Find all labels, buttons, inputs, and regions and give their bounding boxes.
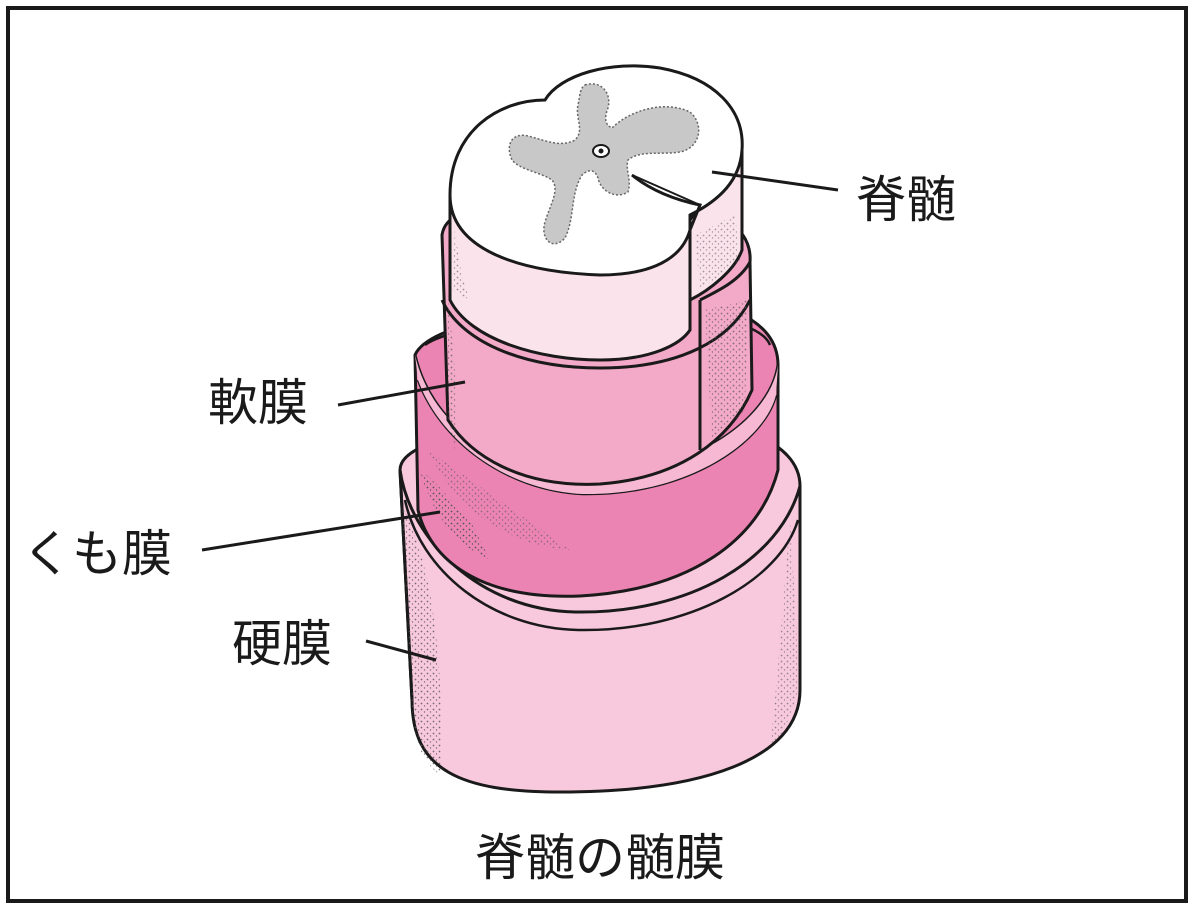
leader-spinal-cord	[711, 170, 839, 192]
label-dura-mater: 硬膜	[232, 615, 332, 673]
figure-caption: 脊髄の髄膜	[475, 829, 725, 887]
gray-matter	[508, 83, 700, 245]
label-arachnoid: くも膜	[22, 525, 172, 583]
leader-arachnoid	[201, 510, 441, 552]
label-pia-mater: 軟膜	[208, 374, 308, 432]
leader-pia-mater	[337, 380, 466, 407]
leader-dura-mater	[365, 639, 437, 662]
label-spinal-cord: 脊髄	[856, 171, 956, 229]
spinal-cord	[448, 64, 744, 362]
